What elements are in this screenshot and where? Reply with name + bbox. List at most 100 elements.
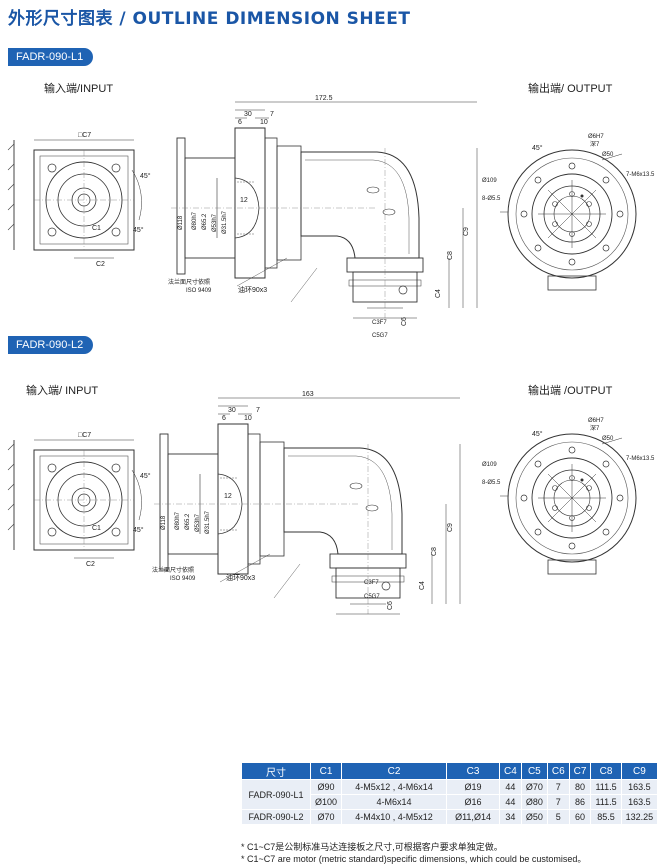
iso-note: ISO 9409 bbox=[186, 288, 212, 294]
header-cell: C2 bbox=[341, 762, 448, 780]
flange-note: 法兰面尺寸依照 bbox=[168, 278, 210, 286]
out-holes: 8-Ø5.5 bbox=[482, 196, 501, 202]
dim-d53: Ø53h7 bbox=[212, 213, 218, 232]
dim-angle-45b: 45° bbox=[133, 226, 144, 234]
dim-c7: □C7 bbox=[78, 432, 91, 439]
dim-d80: Ø80h7 bbox=[175, 511, 181, 530]
table-cell: Ø100 bbox=[309, 794, 343, 810]
out-m6: 7-M6x13.5 bbox=[626, 172, 655, 178]
out-deep: 深7 bbox=[590, 424, 600, 432]
out-angle: 45° bbox=[532, 430, 543, 438]
header-cell: C5 bbox=[520, 762, 548, 780]
dim-c3: C3F7 bbox=[372, 320, 387, 326]
table-row: FADR-090-L2 Ø70 4-M4x10 , 4-M5x12 Ø11,Ø1… bbox=[241, 809, 659, 825]
table-cell: Ø70 bbox=[520, 779, 548, 795]
dim-angle-45a: 45° bbox=[140, 472, 151, 480]
table-cell: Ø90 bbox=[309, 779, 343, 795]
table-cell: Ø19 bbox=[446, 779, 501, 795]
out-d109: Ø109 bbox=[482, 462, 497, 468]
table-row: FADR-090-L1 Ø90 4-M5x12 , 4-M6x14 Ø19 44… bbox=[241, 779, 659, 810]
out-d109: Ø109 bbox=[482, 178, 497, 184]
input-label-l1: 输入端/INPUT bbox=[44, 83, 114, 95]
oil-ring: 油环90x3 bbox=[226, 573, 255, 582]
dim-c3: C3F7 bbox=[364, 580, 379, 586]
table-cell: 86 bbox=[568, 794, 592, 810]
dim-d31: Ø31.5h7 bbox=[205, 510, 211, 534]
header-cell: C9 bbox=[620, 762, 659, 780]
page-title: 外形尺寸图表 / OUTLINE DIMENSION SHEET bbox=[8, 9, 411, 29]
out-d6: Ø6H7 bbox=[588, 134, 604, 140]
header-cell: C3 bbox=[446, 762, 501, 780]
dim-d118: Ø118 bbox=[161, 515, 167, 530]
table-cell: 7 bbox=[546, 794, 570, 810]
dim-c4: C4 bbox=[419, 581, 426, 590]
oil-ring: 油环90x3 bbox=[238, 285, 267, 294]
dim-30: 30 bbox=[228, 407, 236, 414]
table-cell: 80 bbox=[568, 779, 592, 795]
note-english: * C1~C7 are motor (metric standard)speci… bbox=[241, 854, 587, 864]
dim-10: 10 bbox=[260, 119, 268, 126]
dim-c1: C1 bbox=[92, 225, 101, 232]
table-cell: 4-M4x10 , 4-M5x12 bbox=[341, 809, 448, 825]
header-cell: C8 bbox=[590, 762, 622, 780]
table-cell: 34 bbox=[499, 809, 522, 825]
dim-d65: Ø65.2 bbox=[185, 513, 191, 530]
model-cell: FADR-090-L1 bbox=[241, 779, 311, 810]
dim-angle-45a: 45° bbox=[140, 172, 151, 180]
dim-6: 6 bbox=[222, 415, 226, 422]
table-cell: Ø16 bbox=[446, 794, 501, 810]
dim-d118: Ø118 bbox=[178, 215, 184, 230]
table-cell: 163.5 bbox=[620, 779, 659, 795]
dim-d53: Ø53h7 bbox=[195, 513, 201, 532]
table-cell: 60 bbox=[568, 809, 592, 825]
dim-12: 12 bbox=[240, 197, 248, 204]
dim-c2: C2 bbox=[96, 261, 105, 268]
table-cell: 163.5 bbox=[620, 794, 659, 810]
table-cell: Ø11,Ø14 bbox=[446, 809, 501, 825]
dims-l1: □C7 45° 45° C1 C2 172.5 30 6 10 7 Ø118 Ø… bbox=[78, 95, 655, 339]
out-holes: 8-Ø5.5 bbox=[482, 480, 501, 486]
table-cell: Ø80 bbox=[520, 794, 548, 810]
technical-drawings: □C7 45° 45° C1 C2 172.5 30 6 10 7 Ø118 Ø… bbox=[7, 95, 655, 615]
dimension-table: 尺寸 C1 C2 C3 C4 C5 C6 C7 C8 C9 FADR-090-L… bbox=[241, 762, 659, 825]
dim-c4: C4 bbox=[435, 289, 442, 298]
out-deep: 深7 bbox=[590, 140, 600, 148]
table-cell: 85.5 bbox=[590, 809, 622, 825]
table-header-row: 尺寸 C1 C2 C3 C4 C5 C6 C7 C8 C9 bbox=[241, 762, 659, 780]
output-label-l1: 输出端/ OUTPUT bbox=[528, 83, 613, 95]
table-cell: 4-M6x14 bbox=[341, 794, 448, 810]
dim-c6: C6 bbox=[401, 317, 408, 326]
out-d50: Ø50 bbox=[602, 436, 614, 442]
table-cell: 111.5 bbox=[590, 779, 622, 795]
header-cell: C6 bbox=[546, 762, 570, 780]
out-angle: 45° bbox=[532, 144, 543, 152]
dim-d80: Ø80h7 bbox=[192, 211, 198, 230]
dim-7: 7 bbox=[270, 111, 274, 118]
dim-c6: C6 bbox=[387, 601, 394, 610]
output-label-l2: 输出端 /OUTPUT bbox=[528, 385, 613, 397]
dim-angle-45b: 45° bbox=[133, 526, 144, 534]
table-cell: 111.5 bbox=[590, 794, 622, 810]
header-cell: C7 bbox=[568, 762, 592, 780]
dim-c5: C5G7 bbox=[372, 333, 388, 339]
dim-c1: C1 bbox=[92, 525, 101, 532]
dim-6: 6 bbox=[238, 119, 242, 126]
model-tag-l1: FADR-090-L1 bbox=[8, 48, 94, 66]
flange-note: 法兰面尺寸依照 bbox=[152, 566, 194, 574]
dim-overall: 163 bbox=[302, 391, 314, 398]
header-cell: 尺寸 bbox=[241, 762, 311, 780]
table-row: Ø100 4-M6x14 Ø16 44 Ø80 7 86 111.5 163.5 bbox=[242, 794, 659, 810]
dim-12: 12 bbox=[224, 493, 232, 500]
table-cell: 7 bbox=[546, 779, 570, 795]
dim-overall: 172.5 bbox=[315, 95, 333, 102]
table-cell: 132.25 bbox=[620, 809, 659, 825]
dim-c9: C9 bbox=[447, 523, 454, 532]
table-cell: 5 bbox=[546, 809, 570, 825]
dim-c7: □C7 bbox=[78, 132, 91, 139]
header-cell: C1 bbox=[309, 762, 343, 780]
dim-c9: C9 bbox=[463, 227, 470, 236]
table-cell: Ø70 bbox=[309, 809, 343, 825]
out-d50: Ø50 bbox=[602, 152, 614, 158]
note-chinese: * C1~C7是公制标准马达连接板之尺寸,可根据客户要求单独定做。 bbox=[241, 842, 503, 852]
model-tag-l2: FADR-090-L2 bbox=[8, 336, 94, 354]
